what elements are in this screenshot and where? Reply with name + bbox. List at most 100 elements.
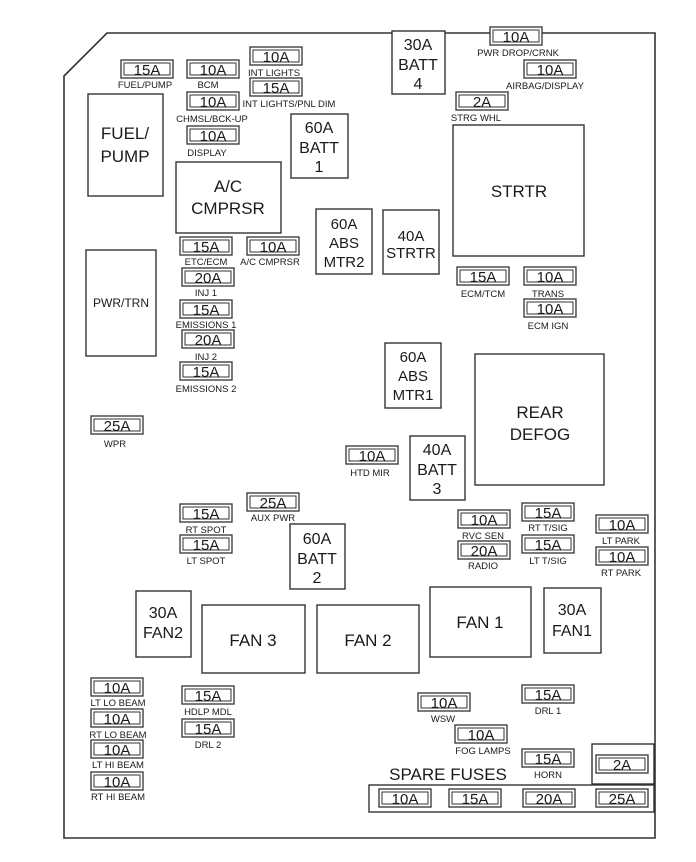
fuse-body [523,266,577,286]
fuse-body [90,415,144,435]
maxi-label: STRTR [386,245,436,262]
fuse-label: RT HI BEAM [91,792,145,803]
fuse-rating: 10A [263,49,290,66]
spare-fuse-2a: 2A [595,754,649,774]
spare-fuse-slot: 15A [448,788,502,808]
fuse-rating: 15A [195,688,222,705]
relay-fan-3: FAN 3 [201,604,306,674]
maxi-fuse-40a-batt-3: 40A BATT 3 [409,435,466,501]
fuse-body [378,788,432,808]
fuse-inner-outline [93,742,141,756]
fuse-rating: 10A [468,727,495,744]
fuse-body [181,329,235,349]
fuse-body [456,266,510,286]
fuse-label: HTD MIR [350,468,390,479]
relay-label: PUMP [100,147,149,166]
maxi-rating: 60A [305,120,334,137]
fuse-label: INJ 2 [195,352,217,363]
fuse-rating: 10A [471,512,498,529]
fuse-rating: 10A [537,269,564,286]
fuse-body [179,299,233,319]
fuse-rvc-sen: 10A RVC SEN [457,509,511,542]
fuse-rating: 15A [195,721,222,738]
fuse-body [457,540,511,560]
fuse-body [186,59,240,79]
fuse-inner-outline [182,506,230,520]
maxi-label: 4 [414,76,423,93]
fuse-body [448,788,502,808]
fuse-inner-outline [524,687,572,701]
fuse-body [186,125,240,145]
maxi-label: MTR2 [324,254,365,271]
maxi-label: BATT [398,57,438,74]
fuse-inner-outline [184,688,232,702]
fuse-label: LT T/SIG [529,556,567,567]
fuse-inner-outline [93,680,141,694]
fuse-label: STRG WHL [451,113,501,124]
maxi-label: BATT [297,551,337,568]
fuse-inner-outline [525,791,573,805]
relay-rear-defog: REAR DEFOG [474,353,605,486]
fuse-rating: 15A [193,506,220,523]
fuse-label: LT LO BEAM [90,698,145,709]
fuse-rating: 25A [260,495,287,512]
fuse-body [454,724,508,744]
fuse-inner-outline [182,364,230,378]
relay-label: FUEL/ [101,124,149,143]
fuse-inner-outline [182,239,230,253]
spare-fuse-rating: 2A [613,757,631,774]
fuse-inner-outline [524,751,572,765]
fuse-rating: 20A [195,270,222,287]
fuse-label: INJ 1 [195,288,217,299]
fuse-label: DRL 2 [195,740,222,751]
fuse-rating: 15A [470,269,497,286]
fuse-label: EMISSIONS 1 [176,320,237,331]
fuse-inner-outline [93,774,141,788]
maxi-rating: 30A [404,37,433,54]
relay-label: STRTR [491,182,547,201]
maxi-rating: 60A [400,349,427,366]
maxi-rating: 30A [149,605,178,622]
maxi-fuse-60a-batt-1: 60A BATT 1 [290,113,349,179]
relay-label: FAN 1 [456,613,503,632]
fuse-rating: 10A [200,128,227,145]
maxi-fuse-40a-strtr: 40A STRTR [382,209,440,275]
fuse-label: BCM [197,80,218,91]
fuse-body [595,514,649,534]
maxi-label: 3 [433,481,442,498]
fuse-inner-outline [184,270,232,284]
fuse-body [186,91,240,111]
fuse-rating: 15A [535,505,562,522]
fuse-body [90,708,144,728]
fuse-body [120,59,174,79]
fuse-label: INT LIGHTS/PNL DIM [243,99,336,110]
fuse-inner-outline [348,448,396,462]
fuse-inner-outline [189,94,237,108]
fuse-label: RVC SEN [462,531,504,542]
fuse-body [523,298,577,318]
fuse-rating: 10A [537,62,564,79]
fuse-inner-outline [526,269,574,283]
fuse-body [455,91,509,111]
fuse-body [179,361,233,381]
fuse-inner-outline [252,80,300,94]
maxi-label: MTR1 [393,387,434,404]
fuse-body [181,718,235,738]
maxi-label: 2 [313,570,322,587]
fuse-inner-outline [460,512,508,526]
fuse-label: RT PARK [601,568,642,579]
relay-label: FAN 2 [344,631,391,650]
fuse-inner-outline [184,332,232,346]
fuse-inner-outline [458,94,506,108]
fuse-rating: 15A [193,364,220,381]
fuse-label: WSW [431,714,455,725]
fuse-label: WPR [104,439,126,450]
